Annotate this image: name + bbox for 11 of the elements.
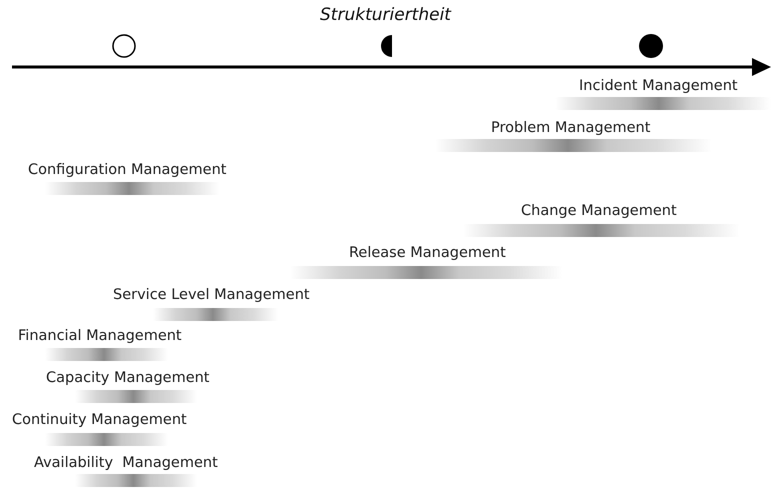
process-label: Capacity Management: [46, 369, 210, 387]
process-label: Change Management: [521, 202, 677, 220]
process-label: Continuity Management: [12, 411, 187, 429]
process-label: Financial Management: [18, 327, 182, 345]
process-label: Problem Management: [491, 119, 650, 137]
process-label: Release Management: [349, 244, 506, 262]
process-label: Service Level Management: [113, 286, 310, 304]
axis-title: Strukturiertheit: [320, 5, 451, 25]
process-label: Availability Management: [34, 454, 218, 472]
process-label: Configuration Management: [28, 161, 226, 179]
process-label: Incident Management: [579, 77, 738, 95]
